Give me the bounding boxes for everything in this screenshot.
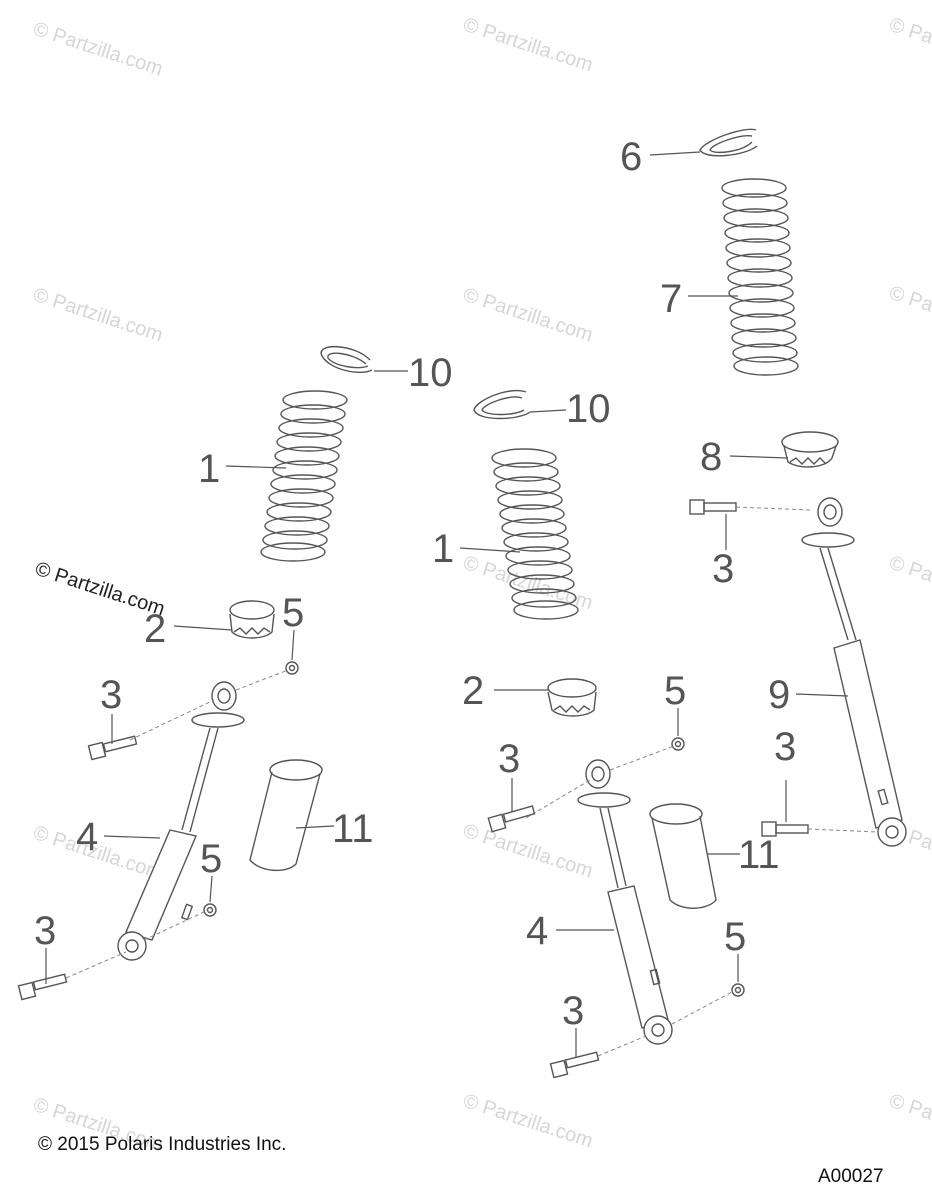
figure-id: A00027 <box>818 1166 884 1187</box>
leader-11-left <box>295 825 335 829</box>
watermark: © Partzilla.com <box>886 1090 932 1153</box>
callout-3-right-lower: 3 <box>774 725 796 769</box>
nut-5-left-upper <box>285 661 299 675</box>
shock-absorber-4-middle <box>577 759 673 1045</box>
callout-3-middle-upper: 3 <box>498 737 520 781</box>
leader-5-left-lower <box>209 875 213 903</box>
dust-boot-11-left <box>249 759 323 871</box>
leader-1-left <box>225 465 287 469</box>
watermark-layer: © Partzilla.com © Partzilla.com © Partzi… <box>30 14 932 1157</box>
callout-5-left-upper: 5 <box>282 591 304 635</box>
watermark: © Partzilla.com <box>460 1090 595 1153</box>
bolt-path-left-lower <box>65 951 127 979</box>
callout-1-middle: 1 <box>432 527 454 571</box>
callout-6: 6 <box>620 135 642 179</box>
retainer-clip-6 <box>699 128 758 157</box>
bolt-path-left-upper <box>129 699 215 741</box>
leader-6 <box>649 151 701 156</box>
callout-3-left-lower: 3 <box>34 909 56 953</box>
callout-5-middle-lower: 5 <box>724 915 746 959</box>
leader-10-middle <box>529 409 567 413</box>
nut-5-left-lower <box>203 903 217 917</box>
nut-path-left-upper <box>235 669 289 691</box>
callout-3-middle-lower: 3 <box>562 989 584 1033</box>
callout-3-left-upper: 3 <box>100 673 122 717</box>
watermark: © Partzilla.com <box>886 552 932 615</box>
leader-9 <box>795 693 849 697</box>
watermark: © Partzilla.com <box>460 284 595 347</box>
leader-8 <box>729 455 789 459</box>
callout-10-middle: 10 <box>566 387 611 431</box>
callout-8: 8 <box>700 435 722 479</box>
watermark: © Partzilla.com <box>886 282 932 345</box>
callout-5-left-lower: 5 <box>200 837 222 881</box>
coil-spring-1-left <box>260 390 348 562</box>
bolt-path-middle-lower <box>597 1035 647 1057</box>
callout-11-middle: 11 <box>738 833 780 877</box>
spring-seat-2-middle <box>547 678 597 717</box>
nut-5-middle-upper <box>671 737 685 751</box>
bolt-path-middle-upper <box>525 779 591 819</box>
coil-spring-7 <box>721 178 799 376</box>
callout-5-middle-upper: 5 <box>664 669 686 713</box>
bolt-3-middle-upper <box>487 805 536 833</box>
callout-9: 9 <box>768 673 790 717</box>
spring-seat-8 <box>781 431 839 468</box>
callout-3-right-upper: 3 <box>712 547 734 591</box>
retainer-clip-10-left <box>320 345 373 374</box>
bolt-3-left-lower <box>17 973 68 1001</box>
watermark: © Partzilla.com <box>30 18 165 81</box>
dust-boot-11-middle <box>649 803 717 909</box>
retainer-clip-10-middle <box>473 389 531 420</box>
leader-1-middle <box>459 547 521 553</box>
watermark: © Partzilla.com <box>886 14 932 77</box>
callout-4-left: 4 <box>76 815 98 859</box>
spring-seat-2-left <box>229 600 275 639</box>
shock-absorber-9 <box>801 497 907 847</box>
nut-5-middle-lower <box>731 983 745 997</box>
callout-7: 7 <box>660 277 682 321</box>
callout-1-left: 1 <box>198 447 220 491</box>
callout-10-left: 10 <box>408 351 453 395</box>
shock-absorber-4-left <box>117 681 245 961</box>
bolt-3-middle-lower <box>549 1051 600 1079</box>
callout-2-left: 2 <box>144 607 166 651</box>
nut-path-middle-upper <box>609 745 675 771</box>
watermark: © Partzilla.com <box>460 820 595 883</box>
leader-2-left <box>173 625 233 631</box>
leader-4-left <box>103 835 161 839</box>
bolt-path-right-lower <box>807 828 879 833</box>
watermark: © Partzilla.com <box>30 284 165 347</box>
nut-path-middle-lower <box>671 991 733 1025</box>
bolt-3-left-upper <box>87 735 138 761</box>
watermark: © Partzilla.com <box>460 14 595 77</box>
copyright-notice: © 2015 Polaris Industries Inc. <box>38 1134 287 1155</box>
callout-4-middle: 4 <box>526 909 548 953</box>
callout-2-middle: 2 <box>462 669 484 713</box>
bolt-3-right-upper <box>689 499 737 515</box>
bolt-path-right-upper <box>735 506 811 511</box>
leader-5-left-upper <box>291 629 295 661</box>
callout-11-left: 11 <box>332 807 374 851</box>
